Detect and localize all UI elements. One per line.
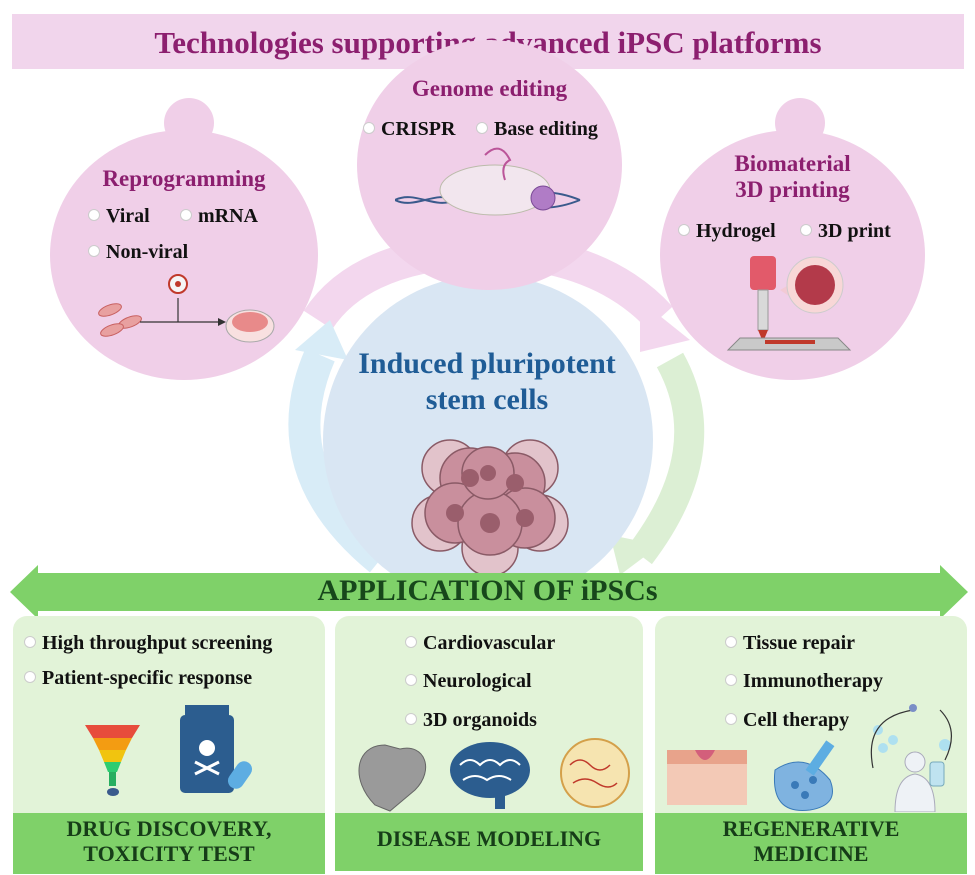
regenerative-illustration xyxy=(667,704,952,812)
drug-footer: DRUG DISCOVERY, TOXICITY TEST xyxy=(13,813,325,874)
regen-item-tissue-repair: Tissue repair xyxy=(725,632,855,655)
drug-footer-line1: DRUG DISCOVERY, xyxy=(66,816,272,841)
petri-dish-icon xyxy=(225,309,275,343)
heart-icon xyxy=(358,744,427,812)
drug-item-patient-response: Patient-specific response xyxy=(24,667,252,690)
regenerative-footer: REGENERATIVE MEDICINE xyxy=(655,813,967,874)
regen-item-cell-therapy: Cell therapy xyxy=(725,709,849,732)
organoid-icon xyxy=(560,738,630,808)
biomaterial-item-3dprint: 3D print xyxy=(800,220,891,243)
reprogramming-item-viral: Viral xyxy=(88,205,150,228)
application-banner xyxy=(10,565,968,619)
disease-illustration xyxy=(358,738,630,812)
drug-item-screening: High throughput screening xyxy=(24,632,272,655)
disease-footer: DISEASE MODELING xyxy=(335,813,643,871)
funnel-icon xyxy=(85,725,140,796)
cell-cluster-icon xyxy=(411,439,569,577)
reprogramming-illustration xyxy=(98,274,275,343)
genome-item-crispr: CRISPR xyxy=(363,118,455,141)
disease-item-organoids: 3D organoids xyxy=(405,709,537,732)
drug-illustration xyxy=(85,705,253,796)
regenerative-footer-line2: MEDICINE xyxy=(753,841,869,867)
center-title-line2: stem cells xyxy=(425,383,549,416)
biomaterial-title: Biomaterial 3D printing xyxy=(680,151,905,204)
fibroblast-icon xyxy=(98,303,142,337)
brain-icon xyxy=(450,742,530,809)
application-title: APPLICATION OF iPSCs xyxy=(317,574,658,607)
biomaterial-title-line2: 3D printing xyxy=(735,177,850,203)
crispr-dna-icon xyxy=(395,147,581,216)
virus-icon xyxy=(168,274,188,294)
genome-editing-title: Genome editing xyxy=(411,76,568,101)
biomaterial-title-line1: Biomaterial xyxy=(734,151,851,176)
center-title: Induced pluripotent stem cells xyxy=(320,346,654,418)
genome-item-base-editing: Base editing xyxy=(476,118,598,141)
reprogramming-title: Reprogramming xyxy=(102,166,266,191)
bioprinter-icon xyxy=(726,256,852,351)
reprogramming-item-mrna: mRNA xyxy=(180,205,258,228)
poison-bottle-icon xyxy=(180,705,253,793)
disease-footer-line1: DISEASE MODELING xyxy=(376,826,602,851)
disease-item-neurological: Neurological xyxy=(405,670,532,693)
gel-syringe-icon xyxy=(773,740,835,811)
drug-footer-line2: TOXICITY TEST xyxy=(83,841,255,867)
center-title-line1: Induced pluripotent xyxy=(358,347,616,380)
biomaterial-item-hydrogel: Hydrogel xyxy=(678,220,776,243)
patient-therapy-icon xyxy=(870,704,952,812)
reprogramming-item-nonviral: Non-viral xyxy=(88,241,188,264)
regenerative-footer-line1: REGENERATIVE xyxy=(722,816,900,841)
regen-item-immunotherapy: Immunotherapy xyxy=(725,670,883,693)
disease-item-cardiovascular: Cardiovascular xyxy=(405,632,555,655)
skin-tissue-icon xyxy=(667,750,747,805)
